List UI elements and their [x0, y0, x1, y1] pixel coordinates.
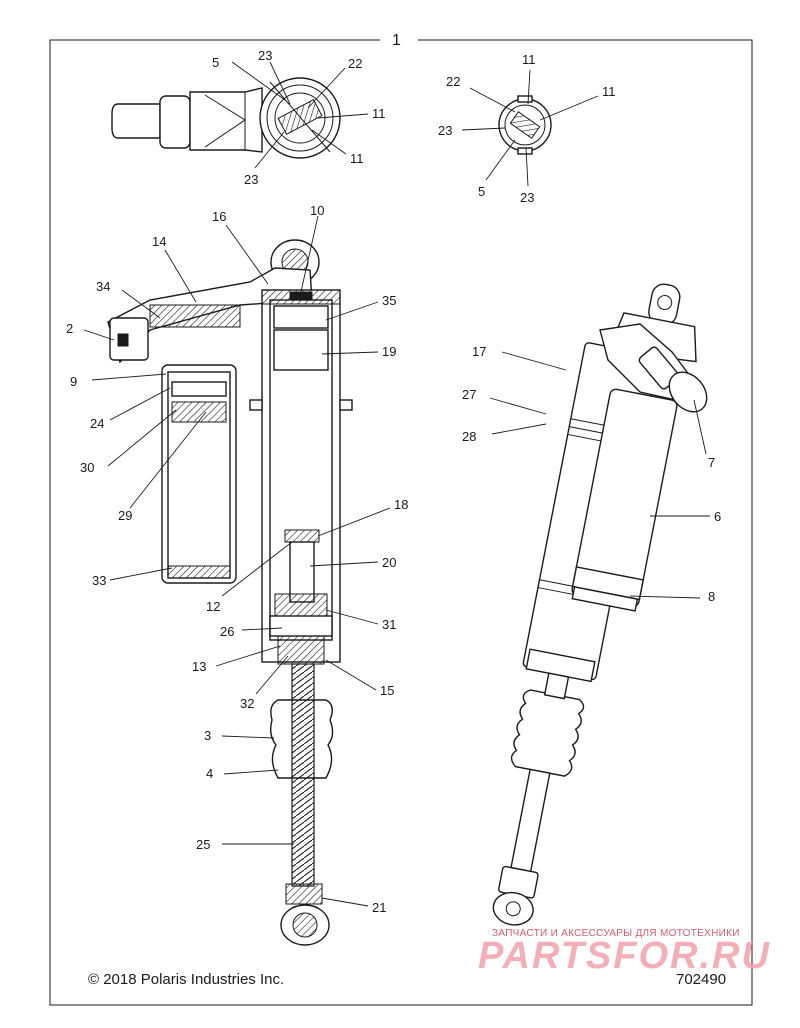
callout-12: 12	[206, 599, 220, 614]
callout-31: 31	[382, 617, 396, 632]
reservoir-fitting-detail	[111, 77, 341, 159]
leader-8	[629, 595, 701, 599]
leader-9	[91, 373, 167, 381]
callout-11: 11	[522, 52, 536, 67]
callout-11: 11	[602, 84, 616, 99]
callout-3: 3	[204, 728, 211, 743]
diagram-number: 702490	[676, 971, 727, 988]
leader-11c	[527, 69, 531, 105]
leader-24	[109, 387, 171, 421]
leader-27	[489, 397, 547, 415]
callout-21: 21	[372, 900, 386, 915]
leader-16	[225, 224, 269, 285]
callout-25: 25	[196, 837, 210, 852]
leader-31	[325, 609, 379, 625]
callout-23: 23	[520, 190, 534, 205]
callout-22: 22	[348, 56, 362, 71]
leader-26	[241, 627, 283, 631]
leader-20	[309, 561, 379, 567]
callout-17: 17	[472, 344, 486, 359]
callout-10: 10	[310, 203, 324, 218]
leader-17	[501, 351, 567, 371]
callout-2: 2	[66, 321, 73, 336]
leader-23d	[525, 147, 529, 187]
leader-35	[325, 301, 379, 321]
callout-13: 13	[192, 659, 206, 674]
leader-4	[223, 769, 279, 775]
callout-5: 5	[478, 184, 485, 199]
leader-13	[215, 645, 281, 667]
shock-cutaway-assembly	[107, 239, 353, 946]
leader-5b	[485, 139, 516, 181]
callout-16: 16	[212, 209, 226, 224]
leader-11d	[539, 95, 599, 121]
callout-7: 7	[708, 455, 715, 470]
callout-23: 23	[258, 48, 272, 63]
callout-23: 23	[244, 172, 258, 187]
callout-27: 27	[462, 387, 476, 402]
callout-15: 15	[380, 683, 394, 698]
callout-22: 22	[446, 74, 460, 89]
watermark-brand: PARTSFOR.RU	[478, 935, 771, 977]
callout-20: 20	[382, 555, 396, 570]
callout-6: 6	[714, 509, 721, 524]
watermark-tagline: ЗАПЧАСТИ И АКСЕССУАРЫ ДЛЯ МОТОТЕХНИКИ	[492, 928, 740, 939]
callout-26: 26	[220, 624, 234, 639]
leader-34	[121, 289, 161, 319]
callout-5: 5	[212, 55, 219, 70]
leader-10	[299, 215, 319, 297]
leader-7	[693, 399, 707, 455]
leader-3	[221, 735, 275, 739]
leader-32	[255, 655, 289, 695]
leader-33	[109, 567, 173, 581]
callout-23: 23	[438, 123, 452, 138]
watermark: ЗАПЧАСТИ И АКСЕССУАРЫ ДЛЯ МОТОТЕХНИКИ PA…	[478, 928, 778, 978]
callout-9: 9	[70, 374, 77, 389]
copyright-notice: © 2018 Polaris Industries Inc.	[88, 971, 285, 988]
callout-14: 14	[152, 234, 166, 249]
leader-23a	[269, 61, 291, 105]
leader-18	[317, 507, 391, 537]
leader-19	[321, 351, 379, 355]
leader-11b	[311, 129, 347, 155]
leader-23b	[254, 131, 285, 169]
assembly-number: 1	[392, 32, 401, 49]
callout-24: 24	[90, 416, 104, 431]
callout-18: 18	[394, 497, 408, 512]
callout-4: 4	[206, 766, 213, 781]
callout-11: 11	[372, 106, 386, 121]
leader-23c	[461, 127, 506, 131]
leader-22b	[469, 87, 516, 113]
leader-15	[325, 659, 377, 691]
valve-end-view-detail	[498, 95, 552, 155]
leader-2	[83, 329, 115, 341]
leader-29	[129, 411, 207, 509]
callout-19: 19	[382, 344, 396, 359]
callout-32: 32	[240, 696, 254, 711]
callout-35: 35	[382, 293, 396, 308]
frame-border	[49, 39, 753, 1006]
leader-21	[321, 897, 369, 907]
callout-8: 8	[708, 589, 715, 604]
callout-29: 29	[118, 508, 132, 523]
leader-30	[107, 409, 177, 467]
callout-11: 11	[350, 151, 364, 166]
leader-5a	[231, 61, 286, 101]
leader-28	[491, 423, 547, 435]
callout-34: 34	[96, 279, 110, 294]
callout-30: 30	[80, 460, 94, 475]
shock-assembled-view	[492, 283, 708, 926]
leader-22a	[307, 67, 346, 109]
leader-12	[221, 541, 293, 597]
leader-14	[164, 249, 197, 303]
leader-11a	[317, 113, 369, 119]
callout-28: 28	[462, 429, 476, 444]
callout-33: 33	[92, 573, 106, 588]
